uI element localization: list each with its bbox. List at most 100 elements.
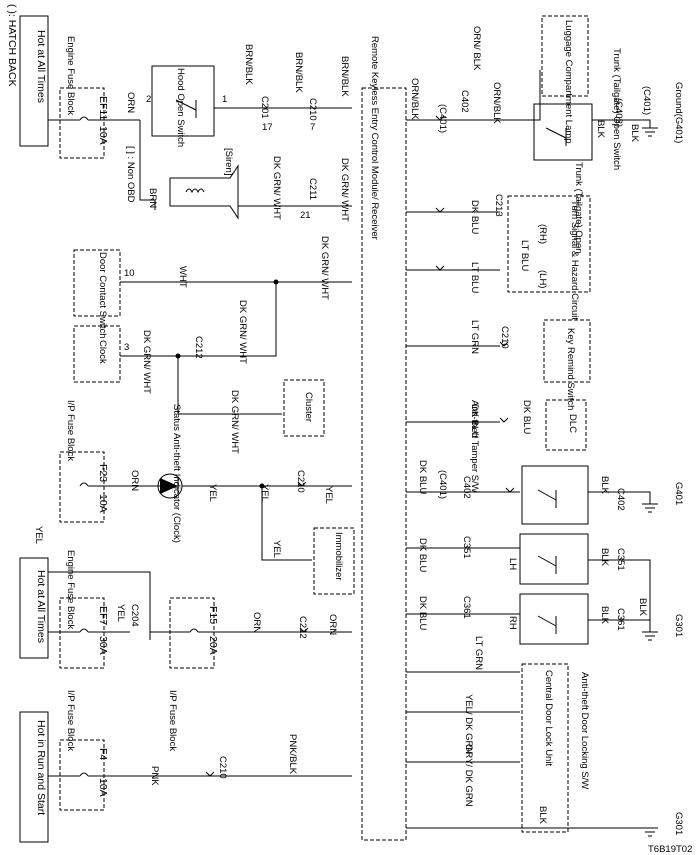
fuse-f23-box <box>59 451 105 523</box>
key-remind-label: Key Remind Switch <box>565 328 576 410</box>
ground-symbol-g401 <box>642 503 658 513</box>
fuse-f15-symbol <box>189 628 199 633</box>
wire-orn-f15: ORN <box>251 612 262 633</box>
wire-orn-ef11: ORN <box>125 92 136 113</box>
conn-c210-a: C210 <box>307 98 318 121</box>
wire-blk-trunk-2: BLK <box>629 124 640 143</box>
conn-c361-a: C361 <box>461 596 472 619</box>
fuse-ef11-block: Engine Fuse Block <box>65 36 76 115</box>
wire-gry-dkgrn: GRY/ DK GRN <box>463 744 474 807</box>
tamper-label: Anti-theft Tamper S/W <box>469 400 480 493</box>
fuse-f4-box <box>59 739 105 811</box>
conn-c351-b: C351 <box>615 548 626 571</box>
ground-g401-label: Ground(G401) <box>673 82 684 143</box>
ground-symbol-g301-a <box>642 631 658 641</box>
wire-dk-blu-2: DK BLU <box>469 404 480 438</box>
fuse-ef7-block: Engine Fuse Block <box>65 550 76 629</box>
fuse-f23-amp: 10A <box>97 494 109 513</box>
power-label-hot-all-1: Hot at All Times <box>35 30 47 103</box>
power-box-hot-run <box>19 711 49 843</box>
non-obd-label: [ ] : Non OBD <box>125 146 136 203</box>
clock <box>73 325 121 383</box>
ground-symbol-g301-b <box>642 827 658 837</box>
conn-c402-a: C402 <box>459 90 470 113</box>
wire-dk-blu-1: DK BLU <box>469 200 480 234</box>
svg-text:3: 3 <box>124 342 129 353</box>
conn-c402-b: (C402) <box>613 98 624 127</box>
fuse-ef7-symbol <box>79 628 89 633</box>
wire-dkgrn-wht-clock: DK GRN/ WHT <box>141 330 152 394</box>
c201-pin: 17 <box>262 122 273 133</box>
power-label-hot-run: Hot in Run and Start <box>35 720 47 815</box>
fuse-ef11-box <box>59 87 105 159</box>
wire-dkgrn-wht-2: DK GRN/ WHT <box>237 300 248 364</box>
wire-blk-tamper: BLK <box>599 476 610 495</box>
door-contact-label: Door Contact Switch <box>97 252 108 339</box>
conn-c204: C204 <box>129 604 140 627</box>
conn-c210-d: C210 <box>499 326 510 349</box>
conn-c401-a: (C401) <box>437 104 448 133</box>
wire-orn-blk-2: ORN/BLK <box>491 82 502 124</box>
rke-module <box>361 87 407 841</box>
turn-signal-circuit <box>507 195 591 293</box>
fuse-f4-amp: 10A <box>97 778 109 797</box>
ground-symbol-g401-top <box>642 127 658 137</box>
fuse-f23-name: F23 <box>97 464 109 482</box>
g401-label: G401 <box>673 482 684 505</box>
fuse-f23-block: I/P Fuse Block <box>65 400 76 461</box>
wire-yel-ef7: YEL <box>115 604 126 622</box>
header-label: ( ): HATCH BACK <box>6 4 18 87</box>
wire-dkgrn-wht-3: DK GRN/ WHT <box>319 236 330 300</box>
wire-brn-blk-1: BRN/BLK <box>243 44 254 85</box>
luggage-lamp <box>541 15 589 97</box>
wire-yel-3: YEL <box>323 486 334 504</box>
fuse-ef7-name: EF7 <box>97 606 109 625</box>
immobilizer <box>313 527 355 595</box>
wire-orn-rke: ORN <box>327 614 338 635</box>
fuse-f4-symbol <box>79 772 89 777</box>
cdlu-label: Central Door Lock Unit <box>543 670 554 766</box>
wire-dkgrn-wht-rke: DK GRN/ WHT <box>339 158 350 222</box>
wire-brn-blk-2: BRN/BLK <box>293 52 304 93</box>
door-locking-label: Anti-theft Door Locking S/W <box>579 672 590 789</box>
conn-c351-a: C351 <box>461 536 472 559</box>
conn-c402-d: C402 <box>615 488 626 511</box>
trunk-open-label: Trunk (Tailgate) Open <box>573 162 584 254</box>
fuse-f15-amp: 20A <box>207 636 219 655</box>
fuse-f4-block: I/P Fuse Block <box>65 690 76 751</box>
status-led <box>160 478 178 494</box>
fuse-f15-box <box>169 597 215 669</box>
wire-blk-trunk: BLK <box>595 120 606 139</box>
hood-pin-1: 1 <box>222 94 227 105</box>
conn-c213: C213 <box>493 194 504 217</box>
c210-pin-a: 7 <box>310 122 315 133</box>
hood-switch-label: Hood Open Switch <box>175 68 186 147</box>
cluster-label: Cluster <box>303 392 314 422</box>
wire-brn: BRN <box>147 188 158 208</box>
lh-label: (LH) <box>537 270 548 288</box>
fuse-f4-name: F4 <box>97 748 109 760</box>
conn-c212-b: C212 <box>297 616 308 639</box>
wire-yel-left: YEL <box>33 526 44 544</box>
wire-lt-blu-2: LT BLU <box>519 240 530 271</box>
fuse-ef7-amp: 30A <box>97 636 109 655</box>
siren-label: [Siren] <box>223 148 234 175</box>
wire-orn-f23: ORN <box>129 470 140 491</box>
power-box-hot-all-1 <box>19 15 49 147</box>
wire-pnk: PNK <box>149 766 160 786</box>
g301-label-a: G301 <box>673 614 684 637</box>
wire-orn-blk-top: ORN/ BLK <box>471 26 482 71</box>
wire-dk-blu-lh: DK BLU <box>417 538 428 572</box>
wire-lt-grn-2: LT GRN <box>473 636 484 670</box>
fuse-f23-symbol <box>79 482 89 487</box>
door-lock-switch-lh <box>519 533 589 585</box>
wire-orn-blk-1: ORN/BLK <box>409 78 420 120</box>
wire-dk-blu-rh: DK BLU <box>417 596 428 630</box>
wire-lt-blu-1: LT BLU <box>469 262 480 293</box>
wire-wht: WHT <box>177 266 188 288</box>
wire-dkgrn-wht-siren: DK GRN/ WHT <box>271 156 282 220</box>
hood-open-switch <box>151 65 215 137</box>
fuse-ef11-name: EF11 <box>97 96 109 120</box>
